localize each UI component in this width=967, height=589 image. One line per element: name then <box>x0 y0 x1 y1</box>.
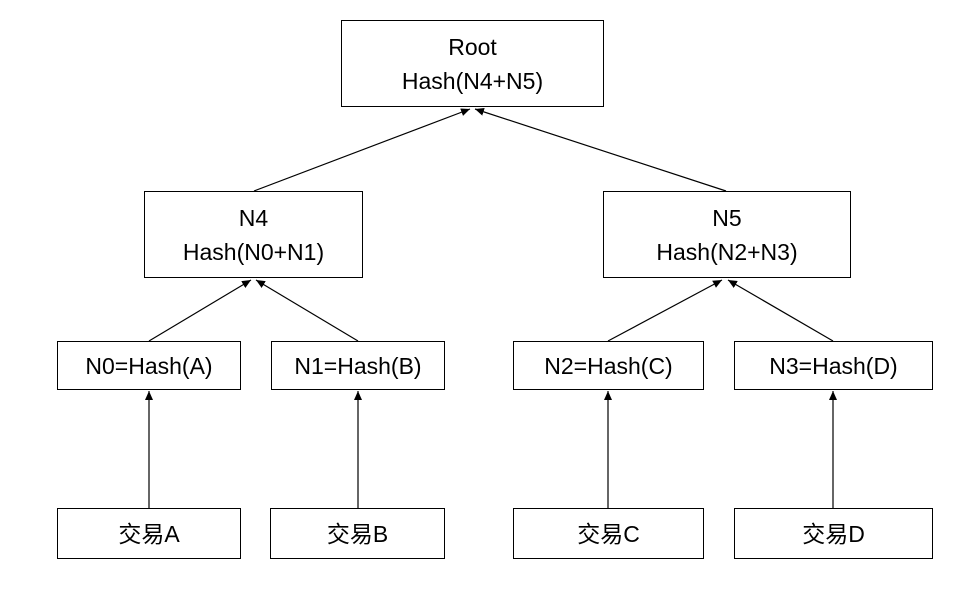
edge-n2-to-n5 <box>607 279 723 342</box>
n4-node-hash: Hash(N0+N1) <box>182 238 325 265</box>
n1-node-label: N1=Hash(B) <box>294 352 422 379</box>
n3-node-label: N3=Hash(D) <box>769 352 898 379</box>
transaction-c-node: 交易C <box>513 508 704 559</box>
n4-node-title: N4 <box>238 204 269 231</box>
edge-n3-to-n5 <box>727 279 834 342</box>
n3-node: N3=Hash(D) <box>734 341 933 390</box>
edge-n0-to-n4 <box>148 279 252 342</box>
transaction-a-label: 交易A <box>118 520 180 547</box>
n1-node: N1=Hash(B) <box>271 341 445 390</box>
transaction-a-node: 交易A <box>57 508 241 559</box>
n5-node-hash: Hash(N2+N3) <box>656 238 798 265</box>
n5-node: N5 Hash(N2+N3) <box>603 191 851 278</box>
edge-n5-to-root <box>474 107 727 192</box>
transaction-d-label: 交易D <box>802 520 865 547</box>
transaction-b-node: 交易B <box>270 508 445 559</box>
root-node-title: Root <box>448 33 497 60</box>
transaction-d-node: 交易D <box>734 508 933 559</box>
n4-node: N4 Hash(N0+N1) <box>144 191 363 278</box>
root-node: Root Hash(N4+N5) <box>341 20 604 107</box>
n0-node-label: N0=Hash(A) <box>85 352 213 379</box>
n2-node: N2=Hash(C) <box>513 341 704 390</box>
edge-n4-to-root <box>253 108 471 192</box>
n0-node: N0=Hash(A) <box>57 341 241 390</box>
edge-n1-to-n4 <box>255 279 359 342</box>
n5-node-title: N5 <box>712 204 742 231</box>
transaction-c-label: 交易C <box>577 520 640 547</box>
root-node-hash: Hash(N4+N5) <box>401 67 544 94</box>
n2-node-label: N2=Hash(C) <box>544 352 673 379</box>
transaction-b-label: 交易B <box>326 520 389 547</box>
